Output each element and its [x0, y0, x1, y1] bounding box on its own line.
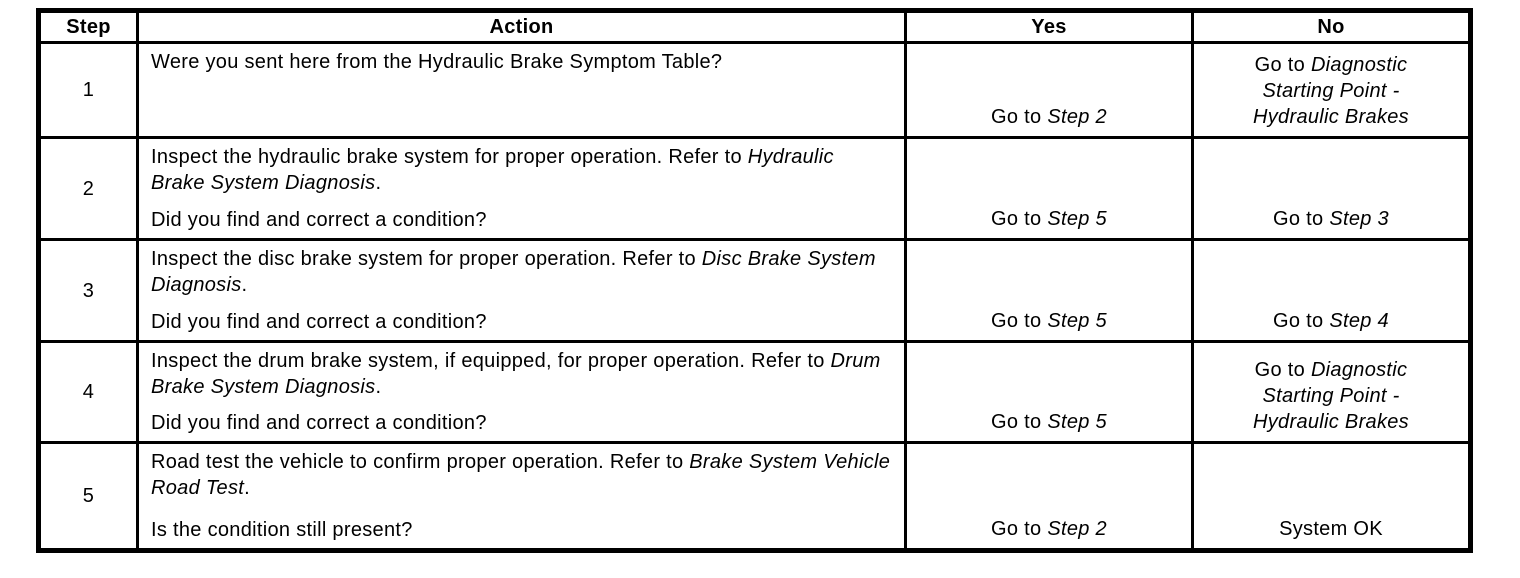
- table-row: 1 Were you sent here from the Hydraulic …: [37, 41, 1472, 139]
- yes-text: Go to: [991, 106, 1048, 128]
- action-text: Road test the vehicle to confirm proper …: [151, 449, 892, 501]
- yes-cell: Go to Step 5: [904, 238, 1194, 343]
- no-text: Go to: [1254, 54, 1311, 76]
- table-row: 2 Inspect the hydraulic brake system for…: [37, 136, 1472, 241]
- no-text: Go to: [1254, 359, 1311, 381]
- table-row: 4 Inspect the drum brake system, if equi…: [37, 340, 1472, 444]
- column-header-action: Action: [136, 9, 907, 44]
- step-number: 4: [37, 340, 139, 444]
- action-text-after: .: [375, 376, 382, 398]
- no-text: Go to: [1273, 208, 1330, 230]
- action-question: Did you find and correct a condition?: [151, 209, 487, 231]
- no-cell: Go to Diagnostic Starting Point - Hydrau…: [1191, 340, 1472, 444]
- table-row: 3 Inspect the disc brake system for prop…: [37, 238, 1472, 343]
- yes-cell: Go to Step 2: [904, 441, 1194, 552]
- action-reference: Hydraulic Brake System Diagnosis: [151, 146, 834, 194]
- column-header-step: Step: [37, 9, 139, 44]
- yes-text: Go to: [991, 310, 1048, 332]
- table-row: 5 Road test the vehicle to confirm prope…: [37, 441, 1472, 552]
- no-text: Go to: [1273, 310, 1330, 332]
- action-question: Did you find and correct a condition?: [151, 412, 487, 434]
- yes-cell: Go to Step 5: [904, 340, 1194, 444]
- yes-reference: Step 5: [1047, 310, 1107, 332]
- action-text: Inspect the hydraulic brake system for p…: [151, 144, 892, 196]
- yes-reference: Step 2: [1047, 106, 1107, 128]
- no-reference: Diagnostic Starting Point - Hydraulic Br…: [1253, 54, 1409, 128]
- action-text-after: .: [241, 274, 248, 296]
- no-cell: Go to Diagnostic Starting Point - Hydrau…: [1191, 41, 1472, 139]
- action-text-plain: Were you sent here from the Hydraulic Br…: [151, 51, 723, 73]
- yes-text: Go to: [991, 411, 1048, 433]
- yes-cell: Go to Step 5: [904, 136, 1194, 241]
- yes-text: Go to: [991, 518, 1048, 540]
- no-reference: Step 4: [1329, 310, 1389, 332]
- action-question: Did you find and correct a condition?: [151, 311, 487, 333]
- yes-reference: Step 5: [1047, 411, 1107, 433]
- action-text-plain: Inspect the hydraulic brake system for p…: [151, 146, 748, 168]
- no-reference: Diagnostic Starting Point - Hydraulic Br…: [1253, 359, 1409, 433]
- action-cell: Road test the vehicle to confirm proper …: [136, 441, 907, 552]
- action-reference: Drum Brake System Diagnosis: [151, 350, 881, 398]
- table-header-row: Step Action Yes No: [37, 9, 1472, 44]
- action-reference: Brake System Vehicle Road Test: [151, 451, 891, 499]
- column-header-yes: Yes: [904, 9, 1194, 44]
- action-text-plain: Inspect the drum brake system, if equipp…: [151, 350, 831, 372]
- no-cell: Go to Step 3: [1191, 136, 1472, 241]
- step-number: 5: [37, 441, 139, 552]
- step-number: 1: [37, 41, 139, 139]
- action-text-plain: Road test the vehicle to confirm proper …: [151, 451, 690, 473]
- yes-reference: Step 5: [1047, 208, 1107, 230]
- yes-text: Go to: [991, 208, 1048, 230]
- step-number: 2: [37, 136, 139, 241]
- action-text: Inspect the drum brake system, if equipp…: [151, 348, 892, 400]
- action-text: Were you sent here from the Hydraulic Br…: [151, 49, 892, 75]
- action-cell: Inspect the disc brake system for proper…: [136, 238, 907, 343]
- action-text-after: .: [375, 172, 382, 194]
- action-question: Is the condition still present?: [151, 519, 413, 541]
- yes-cell: Go to Step 2: [904, 41, 1194, 139]
- action-text: Inspect the disc brake system for proper…: [151, 246, 892, 298]
- no-text: System OK: [1279, 518, 1383, 540]
- action-cell: Were you sent here from the Hydraulic Br…: [136, 41, 907, 139]
- action-text-after: .: [244, 477, 250, 499]
- action-text-plain: Inspect the disc brake system for proper…: [151, 248, 702, 270]
- no-cell: System OK: [1191, 441, 1472, 552]
- diagnostic-table: Step Action Yes No 1 Were you sent here …: [36, 8, 1473, 553]
- action-cell: Inspect the hydraulic brake system for p…: [136, 136, 907, 241]
- action-reference: Disc Brake System Diagnosis: [151, 248, 876, 296]
- no-cell: Go to Step 4: [1191, 238, 1472, 343]
- no-reference: Step 3: [1329, 208, 1389, 230]
- step-number: 3: [37, 238, 139, 343]
- action-cell: Inspect the drum brake system, if equipp…: [136, 340, 907, 444]
- yes-reference: Step 2: [1047, 518, 1107, 540]
- column-header-no: No: [1191, 9, 1472, 44]
